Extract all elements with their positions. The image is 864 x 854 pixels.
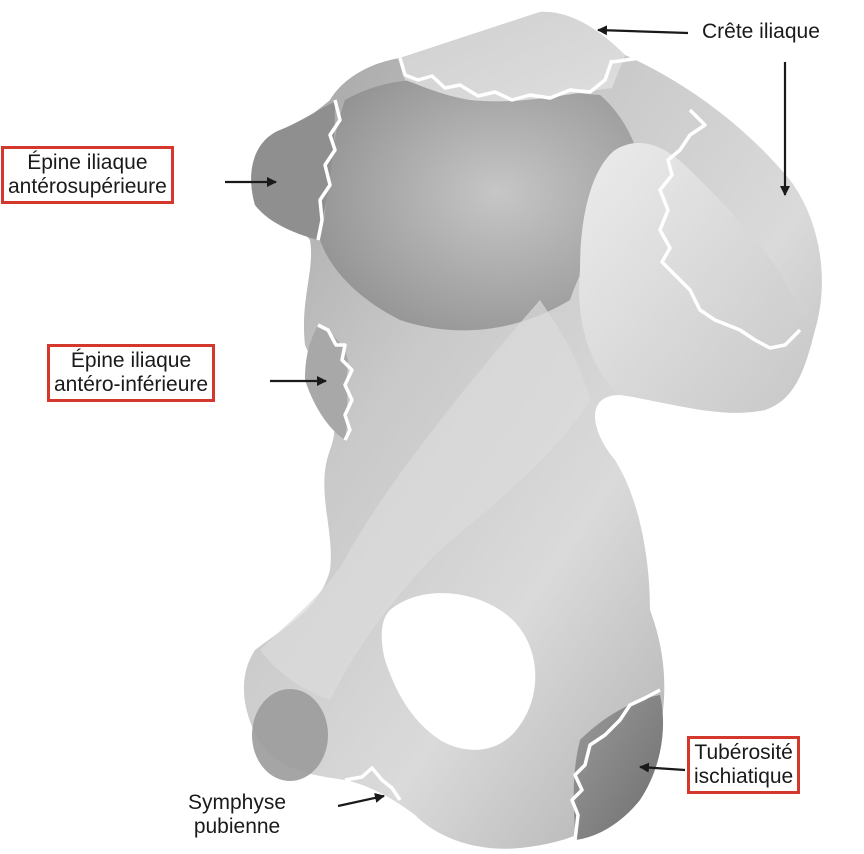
pubic-end [252, 689, 328, 781]
label-crete-iliaque-line-1: Crête iliaque [702, 20, 820, 43]
arrow-tuberosite [639, 762, 686, 773]
asis-lobe [251, 102, 335, 240]
label-epine-as-line-2: antérosupérieure [8, 175, 167, 198]
label-epine-ai-line-1: Épine iliaque [70, 349, 192, 372]
arrow-symphyse [337, 793, 385, 808]
label-tuberosite-ischiatique: Tubérosité ischiatique [687, 736, 801, 794]
ilium-wing [320, 80, 643, 331]
pubic-ramus [260, 300, 590, 700]
iliac-crest-region [400, 11, 625, 102]
label-tuberosite-line-1: Tubérosité [694, 741, 793, 764]
label-crete-iliaque: Crête iliaque [702, 20, 820, 44]
obturator-foramen [381, 593, 536, 750]
auricular-surface [579, 142, 805, 413]
pointer-arrows [225, 25, 790, 808]
label-epine-as-line-1: Épine iliaque [27, 151, 148, 174]
ischial-region [573, 695, 664, 840]
label-epine-iliaque-antero-inferieure: Épine iliaque antéro-inférieure [47, 344, 216, 402]
label-epine-iliaque-anterosuperieure: Épine iliaque antérosupérieure [1, 146, 174, 204]
label-symphyse-pubienne: Symphyse pubienne [188, 791, 286, 839]
label-symphyse-line-2: pubienne [193, 815, 281, 838]
label-tuberosite-line-2: ischiatique [694, 765, 794, 788]
suture-lines [316, 56, 802, 841]
label-epine-ai-line-2: antéro-inférieure [54, 373, 209, 396]
label-symphyse-line-1: Symphyse [188, 791, 287, 814]
arrow-crete-iliaque [597, 25, 689, 36]
